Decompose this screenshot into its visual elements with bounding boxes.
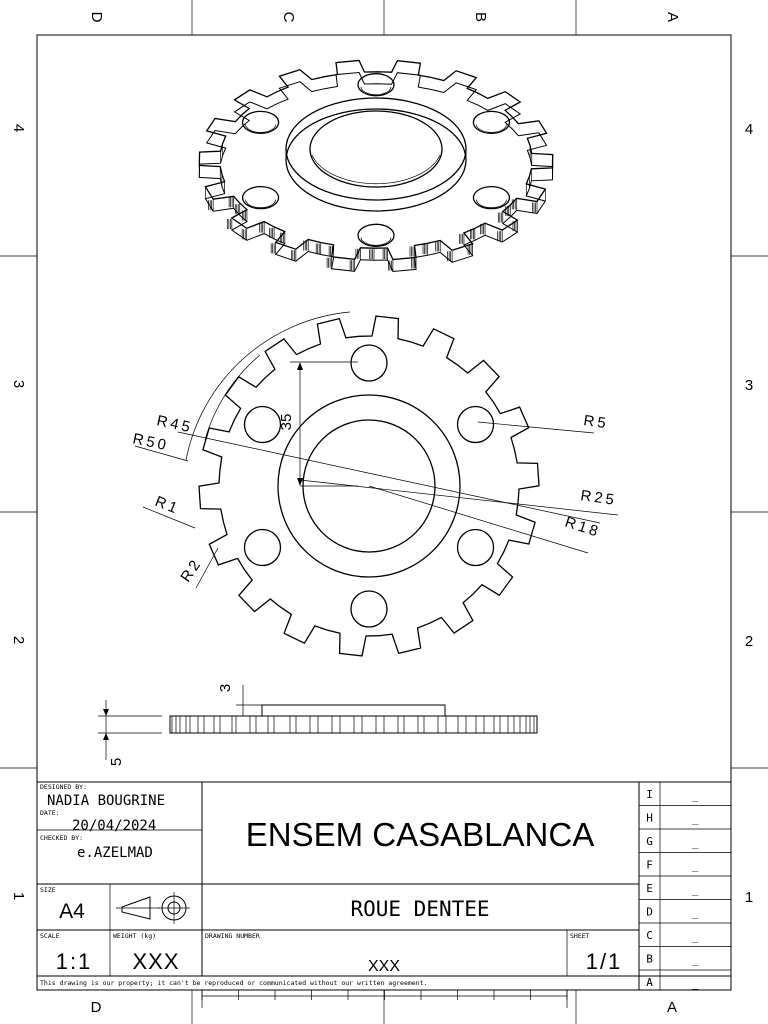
weight-value: XXX [132, 949, 179, 974]
frame-row-number-4-left: 4 [10, 124, 27, 132]
institution-name: ENSEM CASABLANCA [246, 816, 594, 853]
r50-arc [204, 354, 261, 441]
hub-outer-circle [277, 394, 461, 578]
iso-gear-bottom-outline [198, 71, 554, 273]
dim-r5: R5 [582, 412, 609, 432]
bottom-ruler [201, 990, 568, 1008]
frame-row-number-1-left: 1 [10, 892, 27, 900]
projection-symbol [116, 892, 190, 924]
iso-hub [285, 97, 467, 212]
side-view-hub [261, 704, 446, 717]
dim-5: 5 [108, 758, 125, 766]
iso-gear-holes [241, 73, 511, 247]
frame-row-number-2-right: 2 [745, 633, 753, 650]
bolt-hole [456, 528, 495, 567]
drawing-title: ROUE DENTEE [350, 897, 489, 921]
bolt-holes [243, 344, 495, 628]
frame-row-number-3-left: 3 [10, 380, 27, 388]
revision-table: I _ H _ G _ F _ E _ D _ C _ B _ A _ [646, 788, 699, 990]
sheet-label: SHEET [570, 932, 590, 940]
bolt-hole [243, 528, 282, 567]
bolt-hole [350, 590, 388, 628]
revision-value: _ [692, 883, 699, 896]
front-dimensions: 35 R45 R50 R1 R2 R5 R25 R18 [131, 361, 619, 589]
isometric-view [198, 59, 554, 273]
revision-letter: H [646, 812, 653, 825]
revision-value: _ [692, 813, 699, 826]
dim-r2: R2 [177, 555, 205, 585]
frame-bottom-letter-d: D [91, 999, 102, 1016]
date-value: 20/04/2024 [72, 818, 156, 834]
weight-label: WEIGHT (kg) [113, 932, 156, 940]
dim-3: 3 [217, 684, 234, 692]
frame-col-letter-b: B [472, 12, 489, 22]
date-label: DATE: [40, 809, 60, 817]
drawing-number-label: DRAWING NUMBER [205, 932, 260, 940]
revision-value: _ [692, 977, 699, 990]
checked-by-value: e.AZELMAD [77, 845, 153, 861]
iso-gear-top-outline [198, 59, 554, 261]
dim-r18: R18 [563, 514, 603, 541]
frame-col-letter-a: A [664, 12, 681, 22]
revision-letter: F [646, 859, 653, 872]
disclaimer: This drawing is our property; it can't b… [40, 979, 427, 987]
gear-front-outline [198, 315, 540, 657]
revision-letter: E [646, 882, 653, 895]
revision-value: _ [692, 907, 699, 920]
designed-by-label: DESIGNED BY: [40, 783, 87, 791]
r45-arc [185, 311, 351, 461]
revision-letter: D [646, 906, 653, 919]
bolt-hole [243, 405, 282, 444]
frame-row-number-2-left: 2 [10, 636, 27, 644]
dim-r25: R25 [579, 487, 618, 509]
revision-letter: A [646, 976, 653, 989]
revision-value: _ [692, 954, 699, 967]
dim-r45: R45 [155, 412, 194, 436]
frame-row-number-1-right: 1 [745, 889, 753, 906]
bolt-hole [456, 405, 495, 444]
revision-letter: C [646, 929, 653, 942]
side-view-teeth [171, 716, 535, 733]
revision-value: _ [692, 789, 699, 802]
frame-col-letter-d: D [88, 12, 105, 23]
scale-label: SCALE [40, 932, 60, 940]
frame-row-number-4-right: 4 [745, 121, 753, 138]
dim-r50: R50 [131, 430, 170, 454]
size-value: A4 [59, 900, 85, 923]
frame-row-number-3-right: 3 [745, 377, 753, 394]
scale-value: 1:1 [56, 949, 93, 974]
revision-letter: I [646, 788, 653, 801]
revision-value: _ [692, 860, 699, 873]
front-view [185, 311, 540, 657]
title-block: DESIGNED BY: NADIA BOUGRINE DATE: 20/04/… [37, 781, 731, 1008]
frame-col-letter-c: C [280, 12, 297, 23]
revision-value: _ [692, 836, 699, 849]
frame-bottom-letter-a: A [667, 999, 677, 1016]
revision-value: _ [692, 930, 699, 943]
revision-letter: B [646, 953, 653, 966]
side-view-body [169, 715, 538, 734]
revision-letter: G [646, 835, 653, 848]
bolt-hole [350, 344, 388, 382]
size-label: SIZE [40, 886, 56, 894]
designed-by-value: NADIA BOUGRINE [47, 793, 165, 809]
side-view: 3 5 [98, 684, 538, 766]
checked-by-label: CHECKED BY: [40, 834, 83, 842]
sheet-value: 1/1 [586, 949, 623, 974]
dim-r1: R1 [153, 493, 183, 518]
drawing-number-value: XXX [368, 958, 400, 975]
dim-35: 35 [278, 414, 295, 431]
